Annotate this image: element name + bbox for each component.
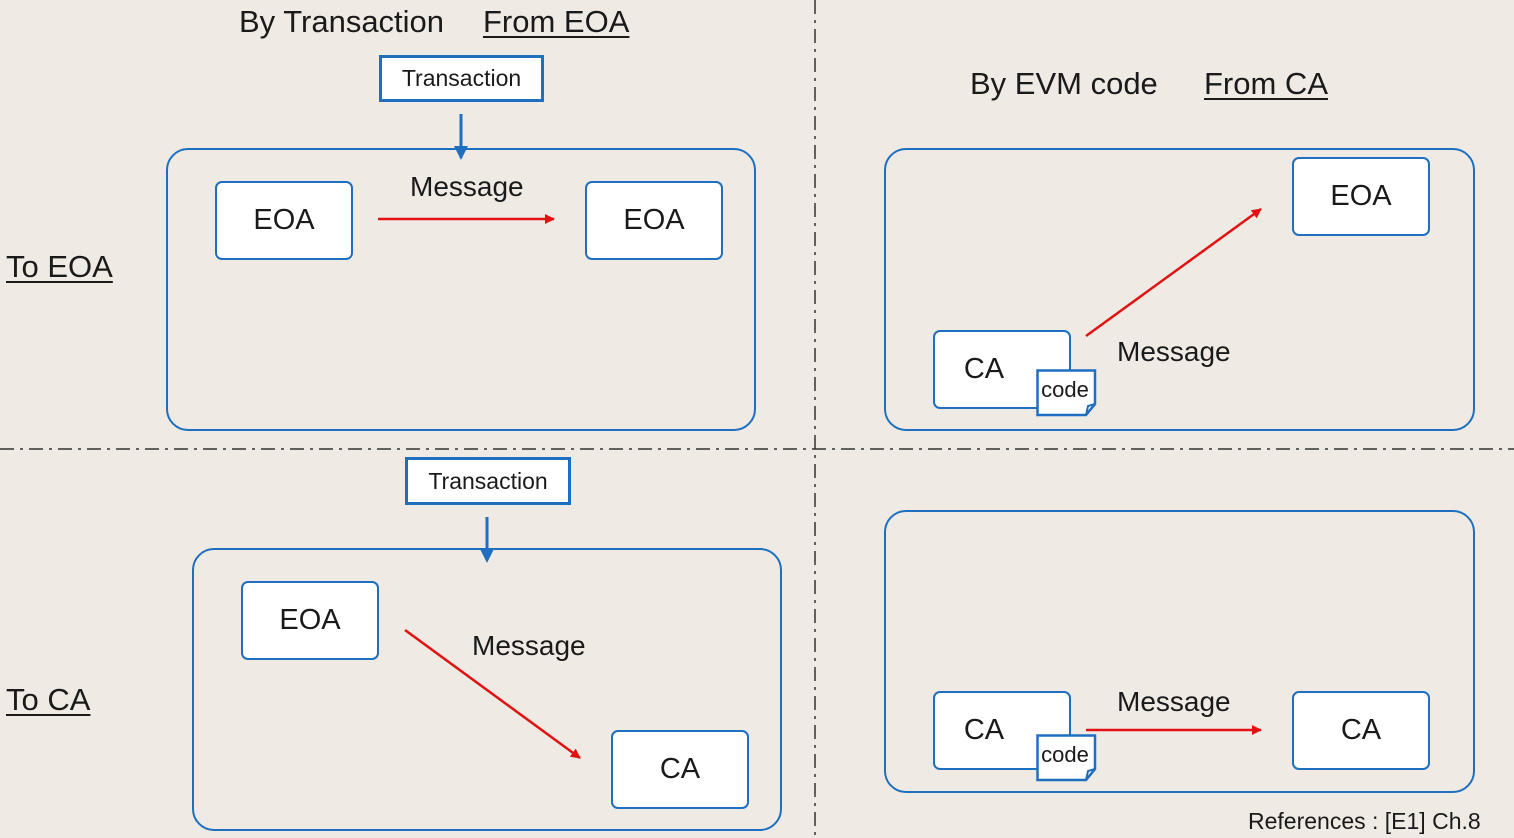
message-label: Message	[1117, 686, 1231, 717]
panel-ca-to-ca	[884, 510, 1475, 793]
node-ca-receiver: CA	[611, 730, 749, 809]
panel-eoa-to-ca	[192, 548, 782, 831]
row-label-to-ca: To CA	[6, 682, 91, 717]
node-eoa-receiver: EOA	[585, 181, 723, 260]
code-label: code	[1041, 742, 1089, 767]
code-document-icon	[1036, 369, 1097, 417]
header-from-ca: From CA	[1204, 66, 1328, 101]
row-label-to-eoa: To EOA	[6, 249, 113, 284]
panel-ca-to-eoa	[884, 148, 1475, 431]
code-tag: code	[1036, 734, 1098, 782]
node-eoa-receiver: EOA	[1292, 157, 1430, 236]
code-document-icon	[1036, 734, 1097, 782]
code-label: code	[1041, 377, 1089, 402]
header-by-transaction: By Transaction	[239, 4, 445, 39]
code-tag: code	[1036, 369, 1098, 417]
message-label: Message	[410, 171, 524, 202]
message-label: Message	[472, 630, 586, 661]
references-note: References : [E1] Ch.8	[1248, 808, 1481, 834]
transaction-box-bottom: Transaction	[405, 457, 571, 505]
node-eoa-sender: EOA	[241, 581, 379, 660]
header-by-evm-code: By EVM code	[970, 66, 1158, 101]
message-label: Message	[1117, 336, 1231, 367]
header-from-eoa: From EOA	[483, 4, 630, 39]
transaction-box-top: Transaction	[379, 55, 544, 102]
node-ca-receiver: CA	[1292, 691, 1430, 770]
node-eoa-sender: EOA	[215, 181, 353, 260]
panel-eoa-to-eoa	[166, 148, 756, 431]
